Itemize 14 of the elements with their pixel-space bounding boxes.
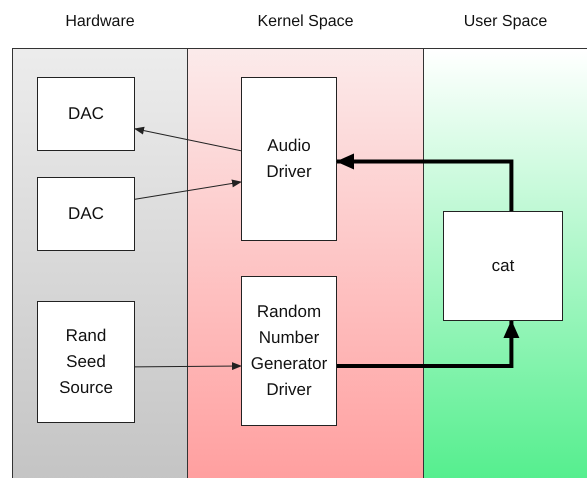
component-box: Random Number Generator Driver [241, 276, 337, 426]
arrow [336, 153, 514, 211]
component-box: cat [443, 211, 563, 321]
column-heading: User Space [464, 13, 548, 31]
arrow [134, 126, 242, 152]
arrow [134, 179, 242, 200]
component-box: Audio Driver [241, 77, 337, 241]
arrow [337, 320, 520, 368]
component-box: DAC [37, 77, 135, 151]
arrow [134, 362, 242, 370]
column-heading: Kernel Space [257, 13, 354, 31]
column-heading: Hardware [65, 13, 135, 31]
component-box: Rand Seed Source [37, 301, 135, 423]
component-box: DAC [37, 177, 135, 251]
